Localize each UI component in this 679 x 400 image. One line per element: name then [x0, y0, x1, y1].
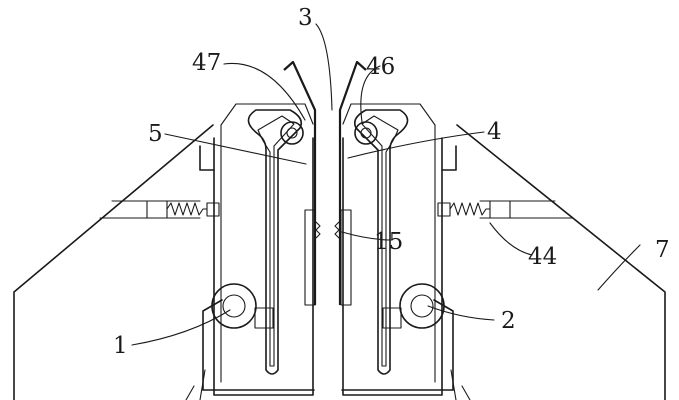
label-44: 44	[528, 244, 557, 270]
label-15: 15	[374, 229, 403, 255]
label-2: 2	[501, 308, 516, 334]
left-jaw	[185, 103, 315, 400]
label-46: 46	[366, 54, 395, 80]
pin-46	[354, 121, 378, 145]
part-labels: 3 47 46 5 4 15 44 7 1 2	[113, 5, 670, 359]
label-5: 5	[148, 121, 163, 147]
label-1: 1	[113, 333, 128, 359]
right-spring	[437, 200, 511, 219]
label-47: 47	[192, 50, 221, 76]
leader-lines	[131, 23, 641, 346]
right-jaw	[341, 103, 471, 400]
roller-2	[382, 283, 445, 329]
left-spring	[146, 200, 220, 219]
guide-plates	[283, 60, 367, 306]
pin-47	[280, 121, 304, 145]
roller-1	[211, 283, 274, 329]
label-7: 7	[655, 237, 670, 263]
right-slot-link	[353, 109, 409, 375]
left-slot-link	[247, 109, 303, 375]
label-3: 3	[298, 5, 313, 31]
center-springs	[315, 221, 340, 239]
label-4: 4	[487, 119, 502, 145]
